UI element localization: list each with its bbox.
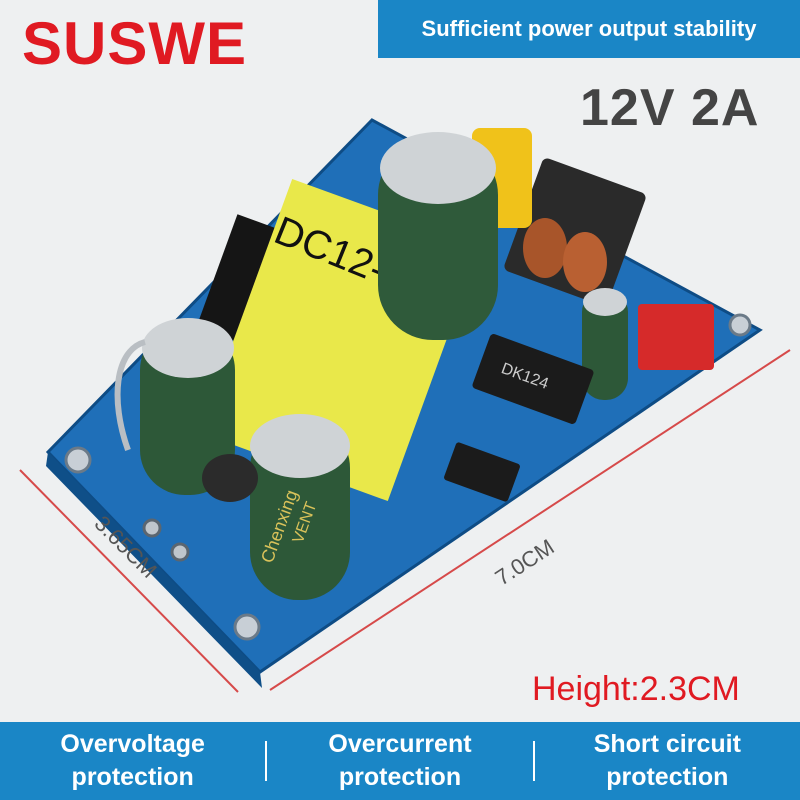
voltage-current-spec: 12V 2A [580,79,760,137]
dimension-line-length [269,349,791,691]
mount-hole [64,446,92,474]
feature-short-circuit: Short circuit protection [535,728,800,794]
capacitor-top [583,288,627,316]
footer-divider [265,741,268,781]
choke-coil [523,218,567,278]
stability-banner: Sufficient power output stability [378,0,800,58]
footer-divider [532,741,535,781]
solder-pad [142,518,162,538]
banner-text: Sufficient power output stability [421,16,757,41]
feature-subtitle: protection [338,763,462,791]
mount-hole [233,613,261,641]
brand-logo: SUSWE [22,10,248,77]
x-capacitor [638,304,714,370]
feature-title: Overcurrent [328,730,472,758]
protection-footer: Overvoltage protection Overcurrent prote… [0,722,800,800]
capacitor-small [582,290,628,400]
feature-title: Short circuit [593,730,741,758]
feature-overcurrent: Overcurrent protection [267,728,532,794]
ic-chip [472,334,594,424]
feature-subtitle: protection [606,763,729,791]
product-photo: DC12-2 Chenxing VENT DK124 7.0CM 3.65CM [19,118,791,693]
length-dimension-label: 7.0CM [491,534,559,590]
ic-optocoupler [444,442,520,502]
capacitor-top [380,132,496,204]
dimension-line-depth [19,469,239,693]
solder-pad [170,542,190,562]
choke-coil [563,232,607,292]
capacitor-top [250,414,350,478]
feature-subtitle: protection [71,763,194,791]
feature-overvoltage: Overvoltage protection [0,728,265,794]
height-label: Height:2.3CM [532,670,740,708]
inductor [202,454,258,502]
jumper-wire [114,339,147,452]
pcb-edge [46,452,262,688]
feature-title: Overvoltage [60,730,205,758]
capacitor-top [142,318,234,378]
mount-hole [728,313,752,337]
